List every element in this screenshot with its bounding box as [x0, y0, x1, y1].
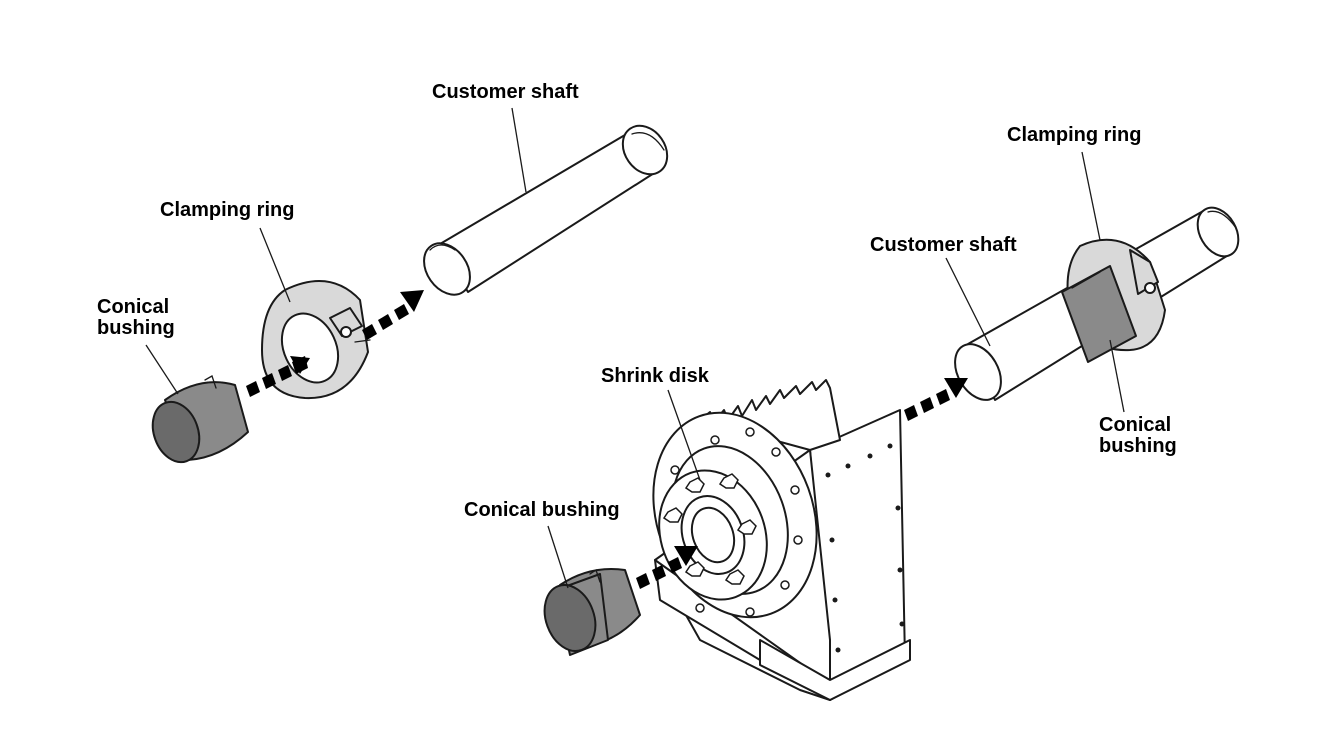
shrink-disk	[658, 469, 768, 601]
right-conical-bushing	[1061, 265, 1137, 363]
label-customer-shaft-left: Customer shaft	[432, 81, 579, 103]
label-clamping-ring-right: Clamping ring	[1007, 124, 1142, 146]
left-conical-bushing	[151, 375, 249, 464]
label-conical-bushing-left-1: Conical	[97, 296, 170, 318]
label-shrink-disk: Shrink disk	[601, 365, 709, 387]
label-customer-shaft-right: Customer shaft	[870, 234, 1017, 256]
label-conical-bushing-left-2: bushing	[97, 317, 175, 339]
label-conical-bushing-right-2: bushing	[1099, 435, 1177, 457]
center-conical-bushing	[543, 568, 641, 656]
right-arrow	[904, 378, 968, 421]
leader-lines	[145, 107, 1125, 589]
left-arrow-2	[362, 290, 424, 340]
left-arrow-1	[246, 356, 310, 397]
center-arrow	[636, 546, 698, 589]
label-clamping-ring-left: Clamping ring	[160, 199, 295, 221]
label-conical-bushing-center: Conical bushing	[464, 499, 620, 521]
label-conical-bushing-right-1: Conical	[1099, 414, 1172, 436]
left-clamping-ring	[261, 280, 371, 400]
left-customer-shaft	[423, 124, 669, 296]
